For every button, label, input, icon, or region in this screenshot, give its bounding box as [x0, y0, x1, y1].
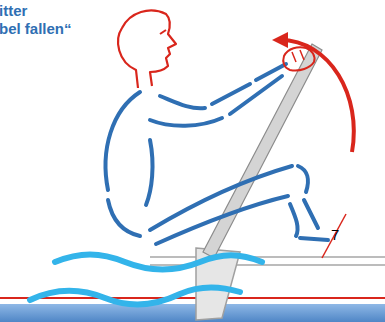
lower-arm — [150, 118, 222, 126]
callout-number: 7 — [331, 226, 339, 244]
shin-line — [304, 200, 318, 228]
thigh-line — [150, 166, 292, 230]
shin-line — [290, 204, 298, 236]
finger-lines — [292, 50, 304, 62]
shoulder-line — [160, 96, 205, 108]
thigh-line — [156, 196, 288, 244]
hand-outline — [283, 47, 314, 70]
motion-arrow — [280, 40, 354, 152]
base-line — [0, 297, 385, 299]
oar-shaft — [203, 44, 322, 258]
water-wave — [30, 287, 240, 304]
heading-fragment: bel fallen“ — [0, 20, 72, 38]
torso-front — [146, 140, 153, 205]
ground-bar — [0, 304, 385, 322]
rower-body — [106, 64, 328, 244]
heading-fragment: itter — [0, 2, 27, 20]
foot-line — [300, 238, 328, 240]
knee-line — [298, 166, 308, 192]
rail-line — [150, 256, 385, 258]
back-line — [108, 200, 140, 236]
head-outline — [118, 10, 176, 88]
back-line — [106, 92, 140, 190]
lower-arm — [230, 76, 282, 114]
callout-leader — [322, 214, 346, 258]
water-wave — [55, 255, 262, 270]
eye-mark — [160, 30, 166, 34]
upper-arm — [212, 84, 250, 104]
